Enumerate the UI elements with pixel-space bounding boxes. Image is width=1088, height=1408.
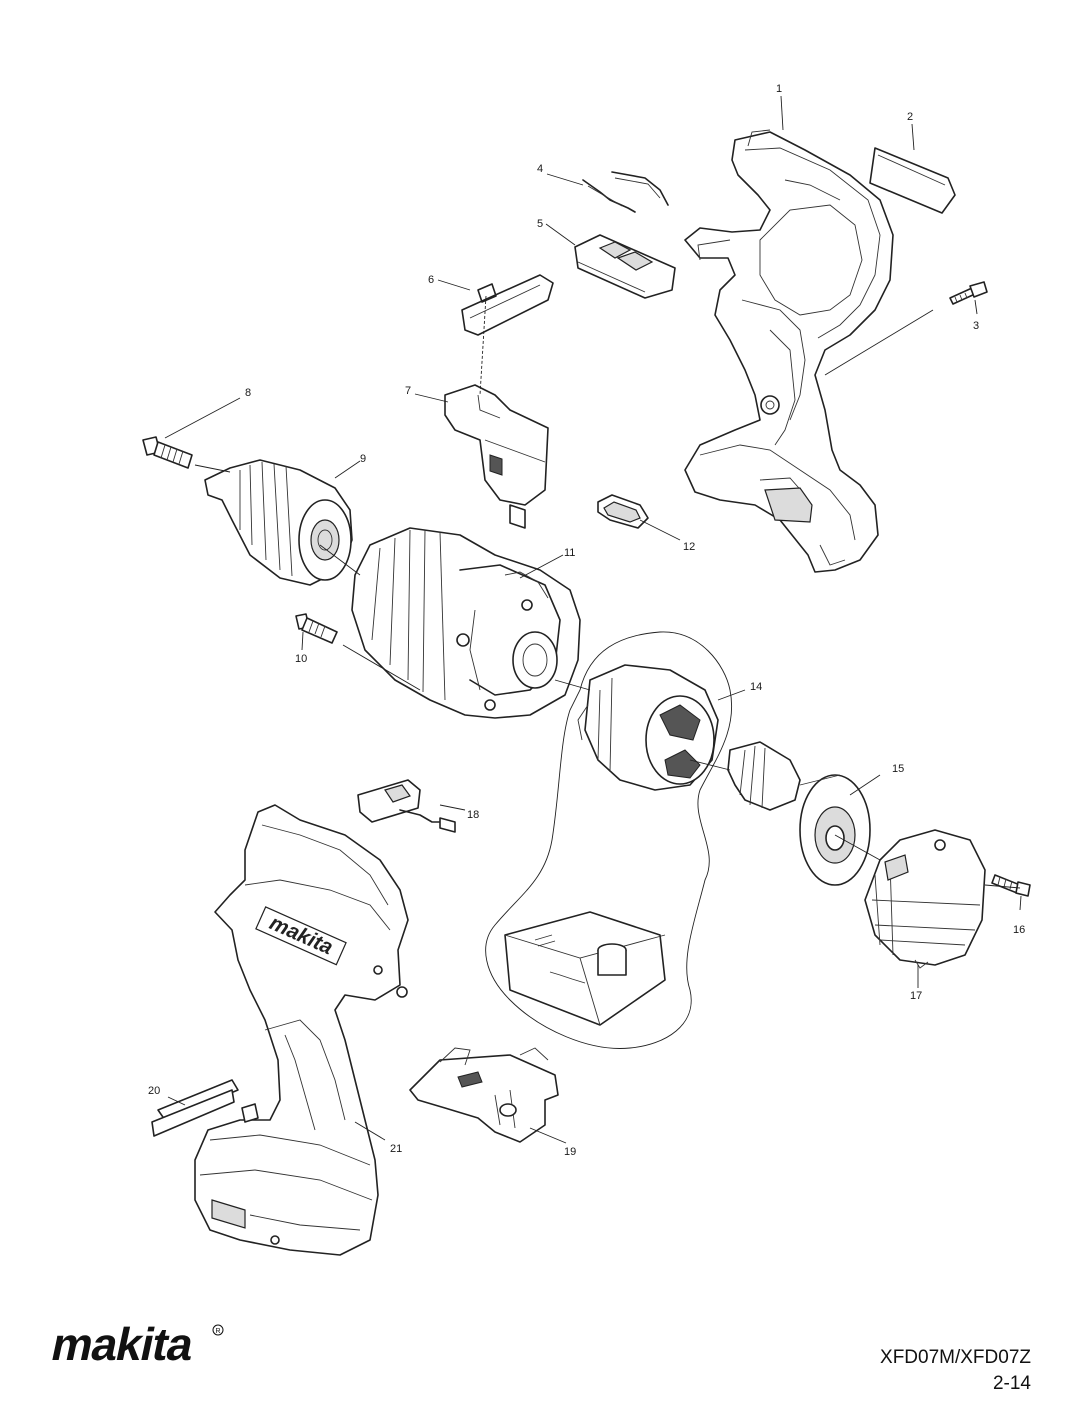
part-19-battery-terminal <box>409 1047 559 1143</box>
callout-10: 10 <box>295 653 307 665</box>
part-9-chuck <box>204 459 353 586</box>
part-6-trigger <box>461 274 554 336</box>
callout-16: 16 <box>1013 924 1025 936</box>
callout-5: 5 <box>537 218 543 230</box>
callout-18: 18 <box>467 809 479 821</box>
part-5-switch-lever <box>574 234 676 299</box>
callout-20: 20 <box>148 1085 160 1097</box>
exploded-view-diagram: makita 1 2 3 4 <box>142 83 1031 1256</box>
callout-4: 4 <box>537 163 543 175</box>
callout-21: 21 <box>390 1143 402 1155</box>
callout-2: 2 <box>907 111 913 123</box>
svg-text:makita: makita <box>47 1318 200 1369</box>
callout-1: 1 <box>776 83 782 95</box>
callout-8: 8 <box>245 387 251 399</box>
callout-11: 11 <box>564 547 575 559</box>
part-number-callouts: 1 2 3 4 5 6 7 8 9 10 11 12 14 15 16 17 1… <box>148 83 1025 1158</box>
part-10-screw <box>295 613 338 644</box>
part-20-label <box>151 1079 239 1137</box>
callout-15: 15 <box>892 763 904 775</box>
leader-lines <box>164 95 1022 1144</box>
part-15-rotor <box>727 741 871 886</box>
callout-7: 7 <box>405 385 411 397</box>
callout-14: 14 <box>750 681 762 693</box>
svg-text:R: R <box>215 1328 220 1335</box>
part-1-housing-right <box>684 129 894 573</box>
callout-6: 6 <box>428 274 434 286</box>
makita-logo: makita R <box>47 1318 224 1370</box>
part-21-housing-left: makita <box>194 804 409 1256</box>
part-12-cap <box>597 494 649 529</box>
page-number: 2-14 <box>992 1373 1031 1394</box>
part-8-bolt <box>142 436 193 469</box>
part-3-screw <box>949 281 988 305</box>
callout-12: 12 <box>683 541 695 553</box>
part-16-screw <box>991 874 1031 897</box>
callout-17: 17 <box>910 990 922 1002</box>
part-18-led-circuit <box>357 779 456 833</box>
part-7-switch <box>444 384 549 529</box>
callout-19: 19 <box>564 1146 576 1158</box>
model-number: XFD07M/XFD07Z <box>880 1347 1031 1368</box>
part-17-rear-cover <box>864 829 986 969</box>
part-4-spring <box>582 171 669 213</box>
callout-9: 9 <box>360 453 366 465</box>
part-14-stator-controller <box>485 631 732 1049</box>
callout-3: 3 <box>973 320 979 332</box>
part-2-label <box>869 147 956 214</box>
part-11-gear-assembly <box>351 527 581 719</box>
